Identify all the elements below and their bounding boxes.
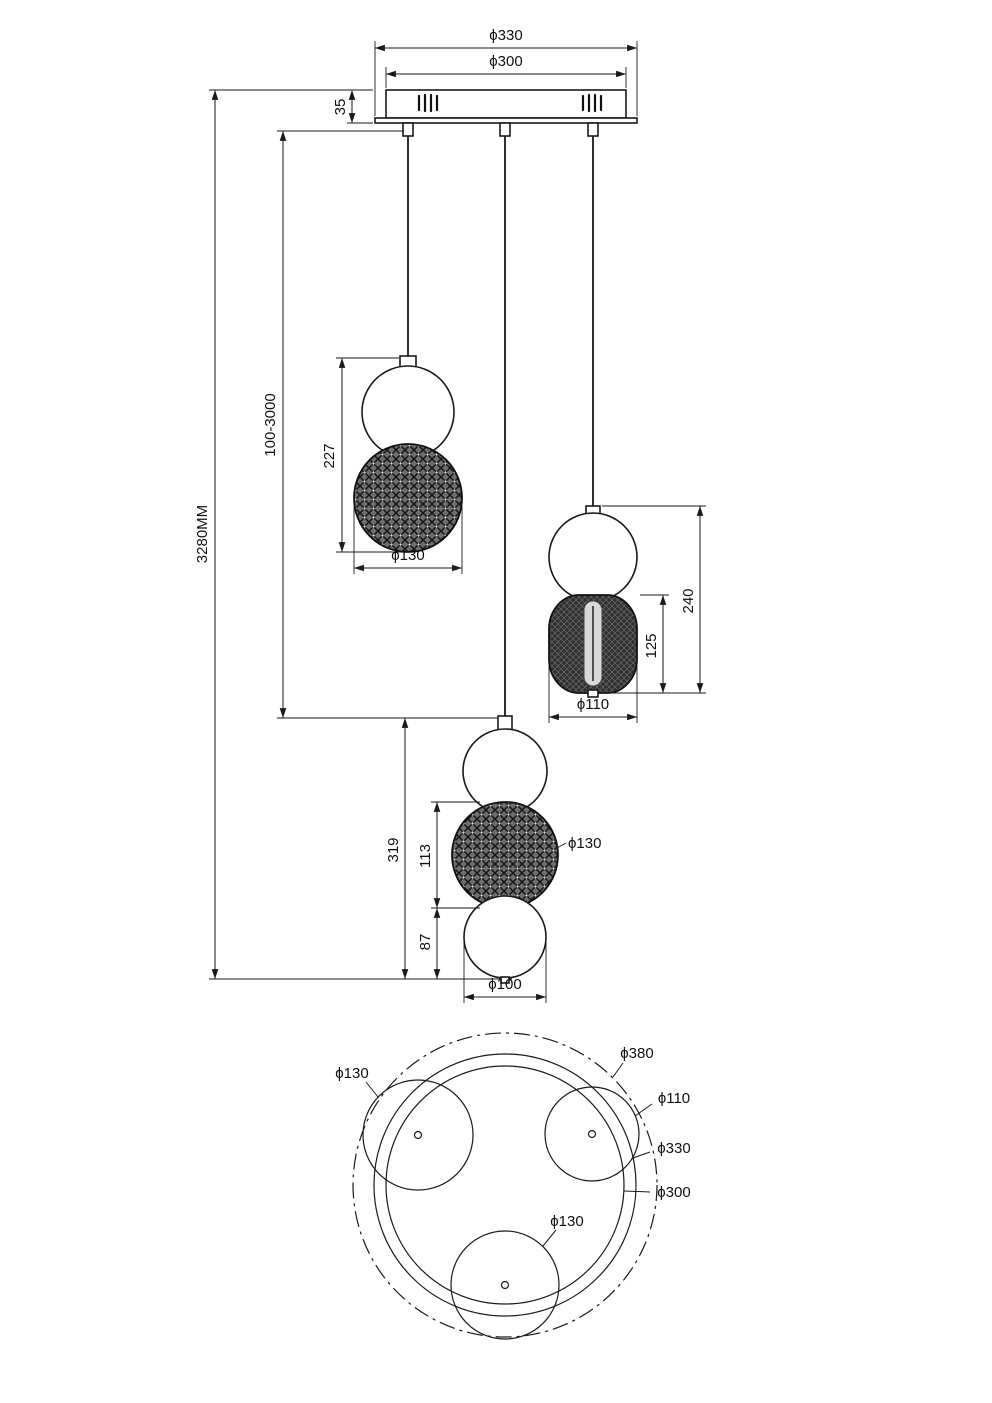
top-view-left-shade-circle	[362, 1079, 474, 1191]
dim-cord-range: 100-3000	[262, 130, 498, 719]
top-view-right-shade-label: ϕ110	[658, 1090, 690, 1107]
dim-overall-height: 3280MM	[194, 89, 512, 980]
center-mid-height-label: 113	[417, 844, 434, 868]
dim-canopy-height: 35	[332, 90, 373, 124]
top-view-canopy-inner-label: ϕ300	[657, 1184, 690, 1201]
dim-left-shade-height: 227	[321, 357, 404, 553]
dim-canopy-outer-diameter: ϕ330	[374, 27, 638, 116]
top-view-left-shade-label: ϕ130	[335, 1065, 368, 1082]
canopy-vent-slots-right	[581, 93, 603, 113]
top-view-canopy-outer-circle	[373, 1053, 637, 1317]
dim-center-mid-height: 113	[417, 801, 480, 909]
top-view-bottom-shade-label: ϕ130	[550, 1213, 583, 1230]
top-view-right-shade-circle	[544, 1086, 640, 1182]
canopy-height-label: 35	[332, 99, 349, 116]
cord-grip-right	[587, 122, 599, 137]
center-lower-height-label: 87	[417, 934, 434, 951]
right-pendant	[548, 136, 638, 698]
center-bottom-diameter-label: ϕ100	[488, 976, 521, 993]
cord-grip-left	[402, 122, 414, 137]
canopy-inner-diameter-label: ϕ300	[489, 53, 522, 70]
right-lantern-finial	[587, 689, 599, 698]
top-view-canopy-inner-circle	[385, 1065, 625, 1305]
overall-height-label: 3280MM	[194, 505, 211, 563]
dim-right-total-height: 240	[600, 505, 706, 694]
canopy-outer-diameter-label: ϕ330	[489, 27, 522, 44]
right-shade-height-label: 125	[643, 633, 660, 658]
label-center-mid-diameter: ϕ130	[556, 835, 601, 852]
left-diameter-label: ϕ130	[391, 547, 424, 564]
ceiling-canopy	[374, 89, 638, 137]
dim-right-diameter: ϕ110	[548, 647, 638, 723]
center-pendant	[451, 136, 559, 984]
center-total-height-label: 319	[385, 837, 402, 862]
top-view-left-shade-center	[413, 1130, 423, 1140]
center-mid-globe-textured	[451, 801, 559, 909]
top-view-bottom-shade-center	[500, 1280, 510, 1290]
top-view-overall-circle	[352, 1032, 658, 1338]
cord-grip-center	[499, 122, 511, 137]
dim-center-lower-height: 87	[417, 908, 441, 979]
center-finial	[500, 976, 510, 984]
right-total-height-label: 240	[680, 588, 697, 613]
top-view: ϕ130 ϕ380 ϕ110 ϕ330 ϕ300 ϕ130	[335, 1032, 691, 1340]
right-upper-globe	[548, 512, 638, 602]
top-view-bottom-shade-circle	[450, 1230, 560, 1340]
dim-left-diameter: ϕ130	[353, 506, 463, 574]
center-upper-globe	[462, 728, 548, 814]
left-lower-globe-textured	[353, 443, 463, 553]
center-mid-diameter-label: ϕ130	[568, 835, 601, 852]
left-pendant	[353, 136, 463, 553]
dim-center-total-height: 319	[385, 718, 409, 979]
left-shade-height-label: 227	[321, 443, 338, 468]
canopy-vent-slots-left	[417, 93, 439, 113]
cord-range-label: 100-3000	[262, 393, 279, 456]
dim-canopy-inner-diameter: ϕ300	[385, 53, 627, 88]
top-view-canopy-outer-label: ϕ330	[657, 1140, 690, 1157]
right-diameter-label: ϕ110	[577, 696, 609, 713]
top-view-right-shade-center	[587, 1129, 597, 1139]
top-view-overall-label: ϕ380	[620, 1045, 653, 1062]
dim-right-shade-height: 125	[640, 594, 669, 693]
dim-center-bottom-diameter: ϕ100	[463, 940, 547, 1003]
